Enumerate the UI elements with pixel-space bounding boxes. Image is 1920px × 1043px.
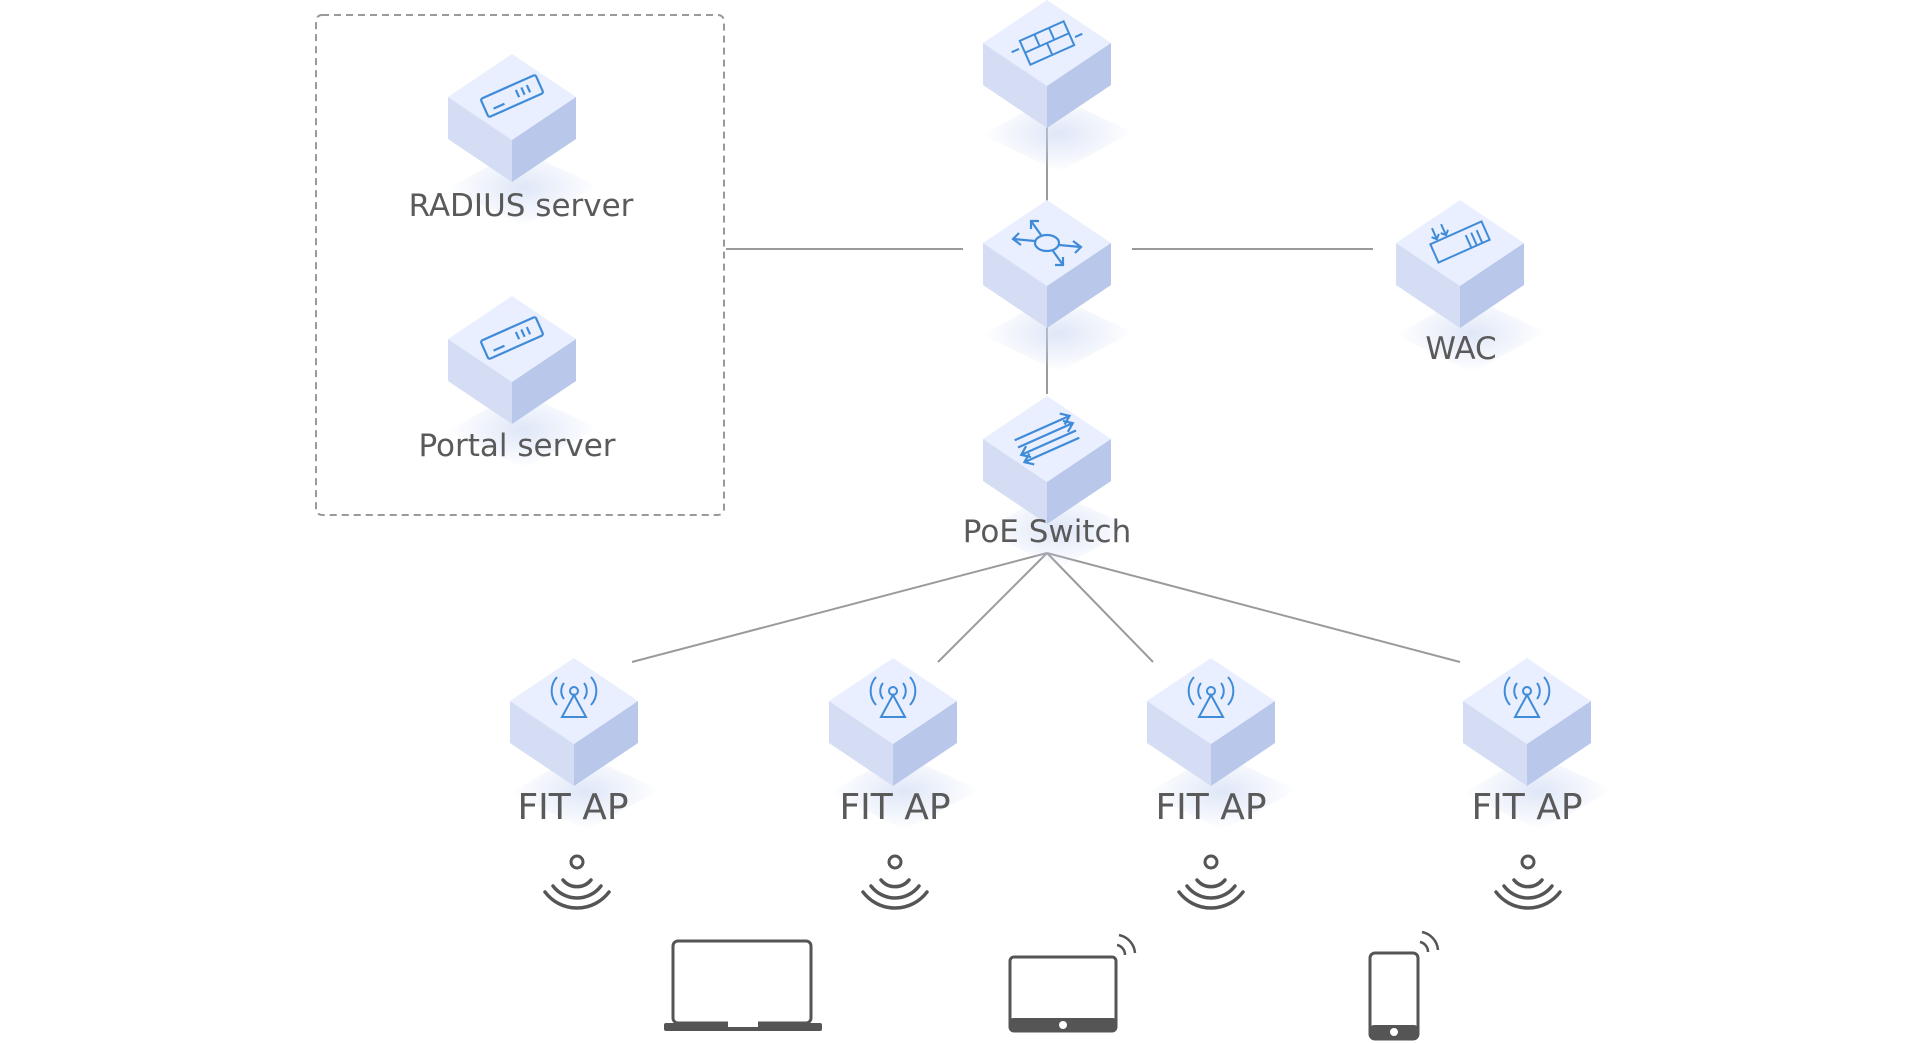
server-icon (480, 316, 544, 360)
wac (1396, 200, 1546, 372)
firewall (983, 0, 1133, 172)
fit-ap-1 (510, 658, 660, 830)
wifi-icon (1494, 854, 1562, 910)
portal-server-label: Portal server (418, 428, 615, 464)
server-icon (480, 74, 544, 118)
wifi-icon (1177, 854, 1245, 910)
wifi-icon (543, 854, 611, 910)
firewall-icon (1011, 20, 1083, 66)
smartphone-icon (1368, 930, 1440, 1041)
access-point-icon (550, 676, 598, 718)
poe-switch-label: PoE Switch (963, 514, 1132, 550)
access-point-icon (869, 676, 917, 718)
portal-server (448, 296, 598, 468)
link-switch-ap1 (631, 552, 1048, 663)
access-point-icon (1187, 676, 1235, 718)
fit-ap-4-label: FIT AP (1471, 787, 1582, 828)
radius-server (448, 54, 598, 226)
access-point-icon (1503, 676, 1551, 718)
fit-ap-3 (1147, 658, 1297, 830)
wireless-controller-icon (1429, 220, 1491, 264)
server-group-frame (315, 14, 725, 516)
fit-ap-1-label: FIT AP (517, 787, 628, 828)
fit-ap-2 (829, 658, 979, 830)
fit-ap-4 (1463, 658, 1613, 830)
fit-ap-3-label: FIT AP (1155, 787, 1266, 828)
tablet-icon (1008, 933, 1137, 1033)
link-switch-ap3 (1046, 552, 1154, 663)
link-switch-ap2 (937, 552, 1048, 663)
laptop-icon (664, 939, 822, 1031)
switch-icon (1014, 412, 1080, 466)
router (983, 200, 1133, 372)
fit-ap-2-label: FIT AP (839, 787, 950, 828)
radius-server-label: RADIUS server (409, 188, 634, 224)
poe-switch (983, 396, 1133, 568)
wac-label: WAC (1425, 331, 1496, 367)
wifi-icon (861, 854, 929, 910)
link-switch-ap4 (1046, 552, 1461, 663)
router-icon (1011, 219, 1083, 267)
